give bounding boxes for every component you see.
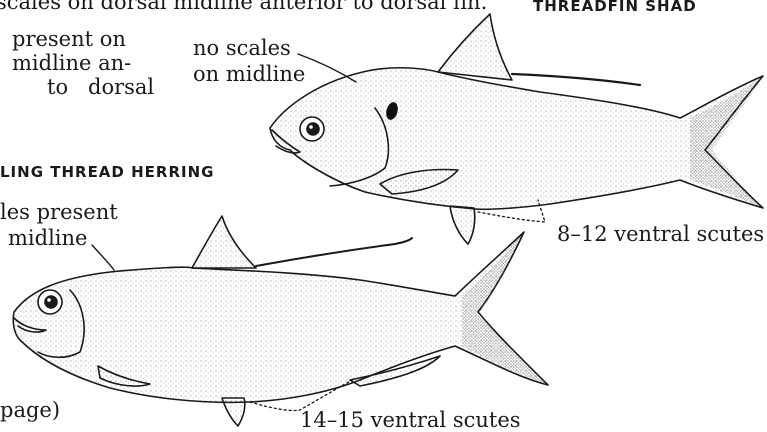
- herring-label-leader: [92, 245, 114, 270]
- herring-dorsal-filament: [256, 238, 412, 266]
- shad-body: [270, 68, 763, 209]
- shad-dorsal-filament: [512, 74, 640, 85]
- herring-dorsal-fin: [192, 216, 256, 268]
- threadfin-shad-illustration: [270, 14, 763, 244]
- shad-pelvic-fin: [450, 206, 475, 244]
- herring-pelvic-fin: [222, 398, 245, 426]
- thread-herring-illustration: [13, 216, 548, 426]
- shad-dorsal-fin: [438, 14, 512, 80]
